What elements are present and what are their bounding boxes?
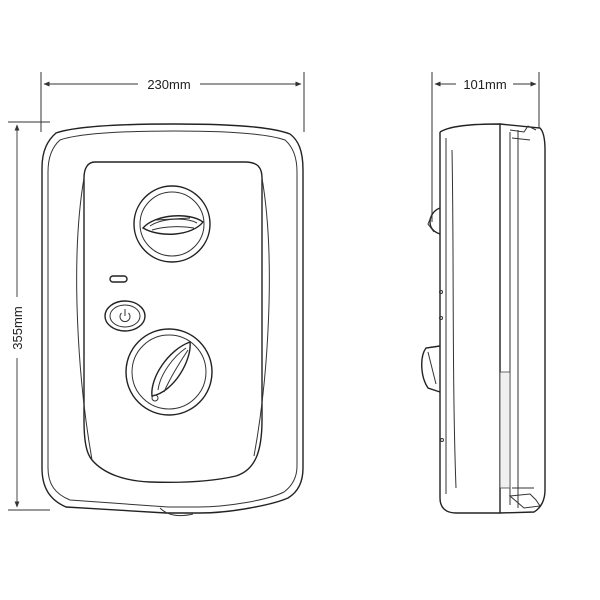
flow-knob[interactable] — [125, 328, 213, 416]
front-view — [41, 123, 304, 517]
temperature-knob[interactable] — [133, 185, 211, 263]
side-lower-knob-profile — [421, 345, 441, 393]
side-view — [421, 123, 546, 514]
depth-dimension: 101mm — [431, 72, 540, 222]
side-recess-band — [499, 371, 511, 489]
front-fascia-panel — [83, 161, 263, 484]
side-body-outline — [439, 123, 501, 513]
height-label: 355mm — [10, 306, 25, 349]
front-bottom-detail — [159, 507, 194, 517]
side-front-cover — [499, 123, 546, 514]
power-icon — [119, 309, 131, 322]
side-top-detail — [509, 125, 537, 133]
width-dimension: 230mm — [40, 72, 305, 132]
power-button[interactable] — [104, 300, 146, 332]
side-upper-knob-profile — [429, 207, 441, 235]
side-back-plate — [439, 132, 500, 514]
front-casing-inner — [47, 130, 298, 508]
status-indicator-light — [109, 275, 128, 283]
depth-label: 101mm — [463, 77, 506, 92]
front-casing-outline — [41, 123, 304, 514]
height-dimension: 355mm — [8, 121, 50, 511]
fascia-left-sweep — [76, 177, 93, 461]
fascia-right-sweep — [253, 177, 270, 457]
width-label: 230mm — [147, 77, 190, 92]
side-bottom-detail — [508, 493, 541, 509]
